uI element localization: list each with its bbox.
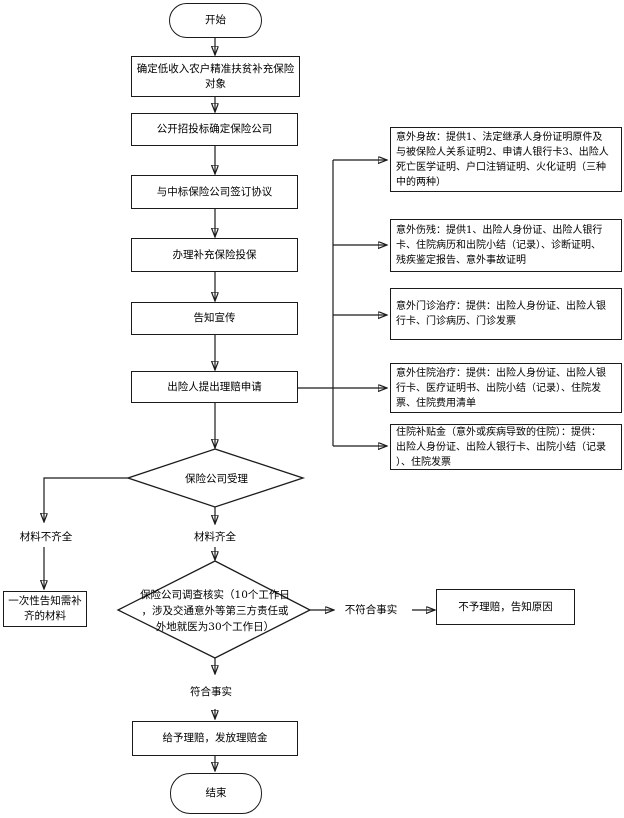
attachment-box-hospitalization: 意外住院治疗：提供：出险人身份证、出险人银 行卡、医疗证明书、出院小结（记录）、… <box>390 363 622 413</box>
step-tender-label: 公开招投标确定保险公司 <box>156 123 273 135</box>
attachment-accidental-death-label: 意外身故：提供1、法定继承人身份证明原件及 与被保险人关系证明2、申请人银行卡3… <box>396 131 609 188</box>
step-claim-label: 出险人提出理赔申请 <box>167 380 262 393</box>
step-apply-box: 办理补充保险投保 <box>131 238 298 272</box>
attachment-outpatient-label: 意外门诊治疗：提供：出险人身份证、出险人银 行卡、门诊病历、门诊发票 <box>396 301 606 327</box>
step-sign-label: 与中标保险公司签订协议 <box>156 185 273 198</box>
step-sign-box: 与中标保险公司签订协议 <box>131 175 298 209</box>
node-start-label: 开始 <box>205 14 226 26</box>
branch-label-true: 符合事实 <box>190 686 232 698</box>
step-identify-box: 确定低收入农户精准扶贫补充保险 对象 <box>131 56 300 97</box>
supplement-label: 一次性告知需补 齐的材料 <box>8 595 82 622</box>
decision-accept-label: 保险公司受理 <box>185 473 248 485</box>
node-end-label: 结束 <box>205 787 227 799</box>
supplement-box: 一次性告知需补 齐的材料 <box>3 591 87 627</box>
node-start: 开始 <box>169 3 262 38</box>
attachment-hospitalization-label: 意外住院治疗：提供：出险人身份证、出险人银 行卡、医疗证明书、出院小结（记录）、… <box>396 367 606 409</box>
step-apply-label: 办理补充保险投保 <box>172 248 257 261</box>
step-claim-box: 出险人提出理赔申请 <box>131 371 298 403</box>
reject-label: 不予理赔，告知原因 <box>458 600 553 613</box>
step-tender-box: 公开招投标确定保险公司 <box>131 113 298 146</box>
attachment-box-outpatient: 意外门诊治疗：提供：出险人身份证、出险人银 行卡、门诊病历、门诊发票 <box>390 288 622 340</box>
attachment-hospital-subsidy-label: 住院补贴金（意外或疾病导致的住院）：提供： 出险人身份证、出险人银行卡、出院小结… <box>396 426 606 468</box>
decision-verify-label: 保险公司调查核实（10个工作日 ，涉及交通意外等第三方责任或 外地就医为30个工… <box>140 589 290 633</box>
attachment-accidental-disability-label: 意外伤残：提供1、出险人身份证、出险人银行 卡、住院病历和出院小结（记录）、诊断… <box>396 225 603 266</box>
branch-label-complete: 材料齐全 <box>194 531 236 543</box>
attachment-box-hospital-subsidy: 住院补贴金（意外或疾病导致的住院）：提供： 出险人身份证、出险人银行卡、出院小结… <box>390 424 622 470</box>
branch-label-incomplete: 材料不齐全 <box>19 531 73 543</box>
step-publicize-label: 告知宣传 <box>193 312 236 324</box>
pay-box: 给予理赔，发放理赔金 <box>132 721 298 756</box>
attachment-box-accidental-disability: 意外伤残：提供1、出险人身份证、出险人银行 卡、住院病历和出院小结（记录）、诊断… <box>390 219 622 272</box>
step-publicize-box: 告知宣传 <box>131 302 298 335</box>
reject-box: 不予理赔，告知原因 <box>436 589 575 625</box>
pay-label: 给予理赔，发放理赔金 <box>162 732 268 744</box>
branch-label-false: 不符合事实 <box>344 604 398 616</box>
step-identify-label: 确定低收入农户精准扶贫补充保险 对象 <box>136 62 295 90</box>
node-end: 结束 <box>170 773 262 814</box>
attachment-box-accidental-death: 意外身故：提供1、法定继承人身份证明原件及 与被保险人关系证明2、申请人银行卡3… <box>390 127 622 192</box>
arrow-accept-left <box>44 477 128 522</box>
